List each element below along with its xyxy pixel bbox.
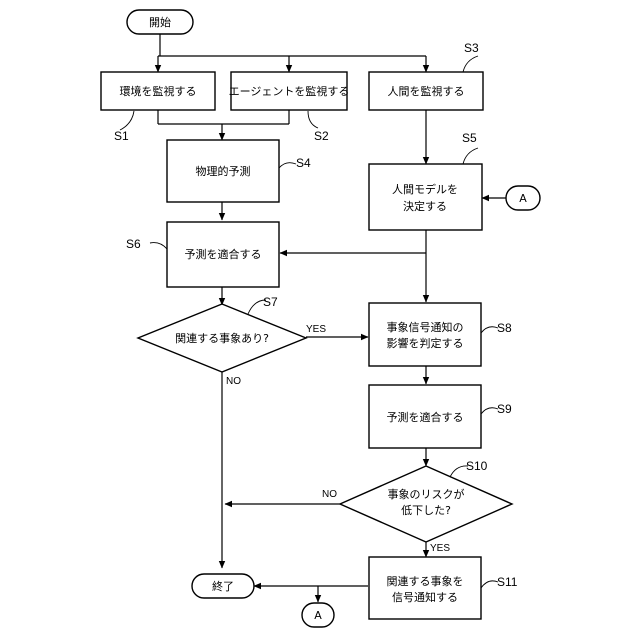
end-label: 終了 (212, 579, 234, 593)
step-s4-box[interactable]: 物理的予測 (167, 140, 279, 202)
connector-a-in-label: A (519, 192, 527, 205)
step-s11-box[interactable]: 関連する事象を 信号通知する (369, 557, 481, 619)
decision-s10-text-line1: 事象のリスクが (388, 487, 465, 501)
step-s11-text-line1: 関連する事象を (387, 574, 464, 588)
step-s3-box[interactable]: 人間を監視する (369, 72, 483, 110)
step-label-s10: S10 (466, 459, 488, 473)
decision-s10-text-line2: 低下した? (401, 504, 451, 517)
start-label: 開始 (149, 15, 171, 29)
decision-s7[interactable]: 関連する事象あり? (138, 304, 306, 372)
branch-s10-yes: YES (430, 543, 450, 554)
step-s1-box[interactable]: 環境を監視する (101, 72, 215, 110)
step-s6-text: 予測を適合する (185, 247, 262, 261)
decision-s10[interactable]: 事象のリスクが 低下した? (340, 466, 512, 542)
step-s3-text: 人間を監視する (388, 84, 465, 98)
step-s6-box[interactable]: 予測を適合する (167, 222, 279, 287)
step-s1-text: 環境を監視する (120, 84, 197, 98)
branch-s7-no: NO (226, 376, 241, 387)
step-label-s6: S6 (126, 237, 141, 251)
end-terminal[interactable]: 終了 (192, 574, 254, 598)
step-label-s8: S8 (497, 321, 512, 335)
connector-a-out-label: A (314, 609, 322, 622)
step-label-s3: S3 (464, 41, 479, 55)
step-s9-text: 予測を適合する (387, 410, 464, 424)
step-s2-text: エージェントを監視する (229, 84, 350, 98)
step-s5-text-line1: 人間モデルを (392, 182, 458, 196)
step-s9-box[interactable]: 予測を適合する (369, 385, 481, 448)
step-label-s5: S5 (462, 131, 477, 145)
step-s2-box[interactable]: エージェントを監視する (229, 72, 350, 110)
step-label-s1: S1 (114, 129, 129, 143)
step-s8-text-line2: 影響を判定する (387, 336, 464, 350)
connector-a-in[interactable]: A (506, 186, 540, 210)
step-label-s4: S4 (296, 156, 311, 170)
step-s8-text-line1: 事象信号通知の (387, 320, 464, 334)
step-s8-box[interactable]: 事象信号通知の 影響を判定する (369, 303, 481, 366)
branch-s7-yes: YES (306, 324, 326, 335)
connector-a-out[interactable]: A (302, 603, 334, 627)
branch-s10-no: NO (322, 489, 337, 500)
step-s4-text: 物理的予測 (196, 164, 251, 178)
step-label-s9: S9 (497, 402, 512, 416)
step-s11-text-line2: 信号通知する (392, 590, 458, 604)
step-s5-text-line2: 決定する (403, 199, 447, 213)
step-label-s7: S7 (263, 295, 278, 309)
start-terminal[interactable]: 開始 (127, 10, 193, 34)
step-label-s2: S2 (314, 129, 329, 143)
step-s5-box[interactable]: 人間モデルを 決定する (369, 164, 482, 230)
step-label-s11: S11 (497, 575, 518, 589)
decision-s7-text: 関連する事象あり? (175, 331, 269, 345)
